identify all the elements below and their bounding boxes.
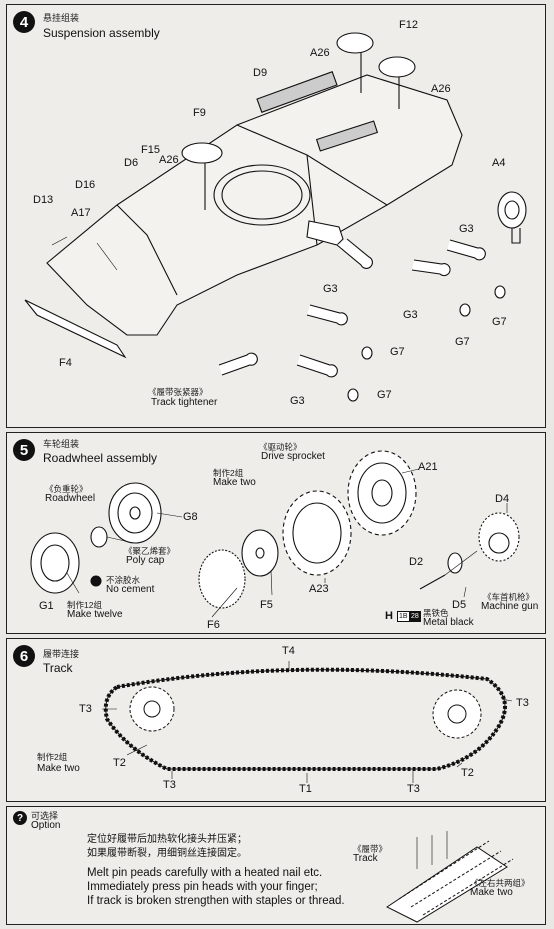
option-instr-cn-1: 定位好履带后加热软化接头并压紧；: [87, 834, 247, 845]
suspension-drawing: [24, 32, 527, 402]
label-g1: G1: [39, 600, 54, 612]
label-t3-right: T3: [516, 697, 529, 709]
poly-cap-cn: 《聚乙烯套》: [124, 546, 176, 556]
option-panel: ? 可选择 Option 定位好履带后加热软化接头并压紧； 如果履带断裂，用细铜…: [6, 806, 546, 925]
track-link-drawing: [386, 831, 514, 923]
label-a17: A17: [71, 207, 91, 219]
paint-code-b: 28: [409, 611, 421, 622]
track-drawing: [102, 661, 513, 783]
label-f15: F15: [141, 144, 160, 156]
machine-gun-cn: 《车首机枪》: [483, 592, 535, 602]
label-d16: D16: [75, 179, 96, 191]
step4-title-cn: 悬挂组装: [43, 13, 80, 23]
metal-black-cn: 黑铁色: [423, 608, 449, 618]
label-g3-3: G3: [403, 309, 418, 321]
roadwheel-en: Roadwheel: [45, 493, 96, 504]
machine-gun-en: Machine gun: [481, 601, 539, 612]
label-d13: D13: [33, 194, 54, 206]
option-instr-en-1: Melt pin peads carefully with a heated n…: [87, 867, 323, 879]
label-d9: D9: [253, 67, 268, 79]
label-f9: F9: [193, 107, 206, 119]
label-d2: D2: [409, 556, 424, 568]
step5-panel: 5 车轮组装 Roadwheel assembly: [6, 432, 546, 634]
label-d4: D4: [495, 493, 510, 505]
track-en: Track: [353, 853, 378, 864]
make-two-en-6: Make two: [37, 763, 80, 774]
option-icon: ?: [13, 811, 27, 825]
label-f12: F12: [399, 19, 418, 31]
label-t3-left: T3: [79, 703, 92, 715]
poly-cap-en: Poly cap: [126, 555, 165, 566]
option-instr-cn-2: 如果履带断裂，用细铜丝连接固定。: [87, 848, 247, 859]
step5-title-en: Roadwheel assembly: [43, 451, 158, 465]
label-d6: D6: [124, 157, 139, 169]
label-t1: T1: [299, 783, 312, 795]
label-g3-4: G3: [290, 395, 305, 407]
make-twelve-en: Make twelve: [67, 609, 123, 620]
label-g3-2: G3: [323, 283, 338, 295]
make-twelve-cn: 制作12组: [67, 600, 102, 610]
label-g7-3: G7: [390, 346, 405, 358]
roadwheel-drawing: [30, 450, 520, 618]
track-tightener-cn: 《履带张紧器》: [148, 387, 208, 397]
track-cn: 《履带》: [353, 844, 388, 854]
label-f5: F5: [260, 599, 273, 611]
step5-number: 5: [13, 439, 35, 461]
make-two-cn-6: 制作2组: [37, 752, 68, 762]
label-t2-left: T2: [113, 757, 126, 769]
label-d5: D5: [452, 599, 467, 611]
label-a26-1: A26: [310, 47, 330, 59]
make-two-cn-5: 制作2组: [213, 468, 244, 478]
option-instr-en-3: If track is broken strengthen with stapl…: [87, 895, 345, 907]
no-cement-cn: 不涂胶水: [106, 575, 141, 585]
option-instr-en-2: Immediately press pin heads with your fi…: [87, 881, 318, 893]
label-t4: T4: [282, 645, 295, 657]
step5-title-cn: 车轮组装: [43, 439, 80, 449]
label-a23: A23: [309, 583, 329, 595]
drive-sprocket-cn: 《驱动轮》: [259, 442, 302, 452]
label-t3-bottom-right: T3: [407, 783, 420, 795]
label-g3-1: G3: [459, 223, 474, 235]
label-g7-1: G7: [492, 316, 507, 328]
step4-title-en: Suspension assembly: [43, 26, 160, 40]
option-make-two-en: Make two: [470, 887, 513, 898]
label-f6: F6: [207, 619, 220, 631]
paint-code-letter: H: [385, 610, 393, 622]
left-right-cn: 《左右共两组》: [470, 878, 530, 888]
metal-black-en: Metal black: [423, 617, 474, 628]
step6-number: 6: [13, 645, 35, 667]
label-a26-2: A26: [431, 83, 451, 95]
drive-sprocket-en: Drive sprocket: [261, 451, 325, 462]
step4-number: 4: [13, 11, 35, 33]
paint-code-a: 1B: [397, 611, 410, 622]
roadwheel-cn: 《负重轮》: [45, 484, 88, 494]
label-a21: A21: [418, 461, 438, 473]
option-title-cn: 可选择: [31, 811, 59, 821]
option-title-en: Option: [31, 820, 61, 831]
label-g8: G8: [183, 511, 198, 523]
step4-panel: 4 悬挂组装 Suspension assembly: [6, 4, 546, 428]
step6-title-cn: 履带连接: [43, 649, 80, 659]
step6-title-en: Track: [43, 661, 73, 675]
label-a4: A4: [492, 157, 506, 169]
no-cement-en: No cement: [106, 584, 155, 595]
step6-panel: 6 履带连接 Track T4 T3 T3 制作2组 Make two T2: [6, 638, 546, 802]
label-t2-right: T2: [461, 767, 474, 779]
label-g7-4: G7: [377, 389, 392, 401]
label-a26-3: A26: [159, 154, 179, 166]
make-two-en-5: Make two: [213, 477, 256, 488]
label-g7-2: G7: [455, 336, 470, 348]
label-t3-bottom-left: T3: [163, 779, 176, 791]
label-f4: F4: [59, 357, 72, 369]
track-tightener-en: Track tightener: [151, 397, 218, 408]
